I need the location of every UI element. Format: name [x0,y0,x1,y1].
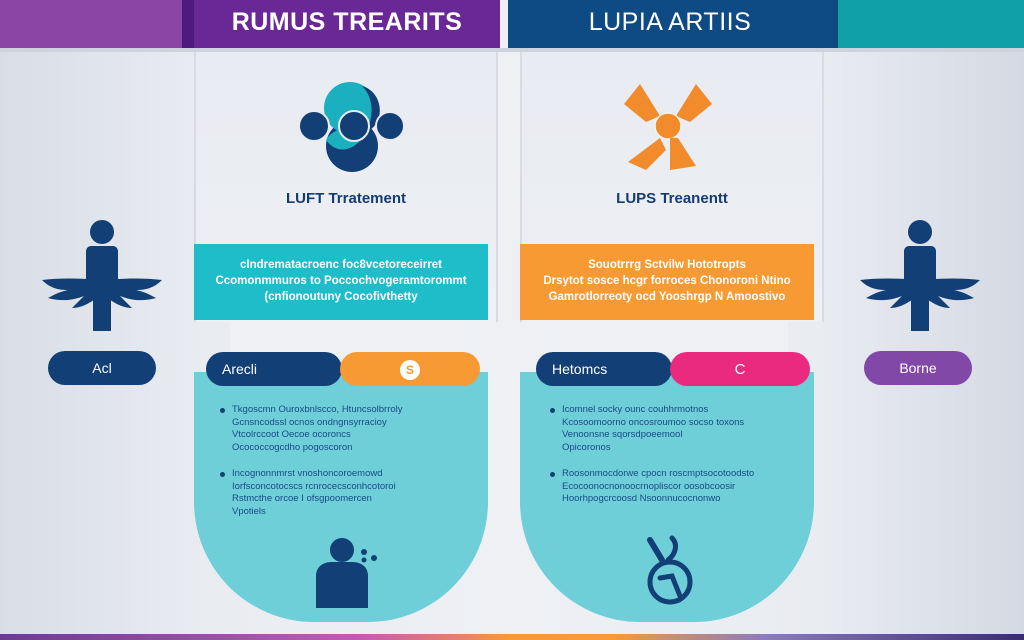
left-badge: S [400,360,420,380]
right-content-bowl [520,372,814,622]
right-title: LUPIA ARTIIS [588,8,752,36]
banner-line: (cnfionoutuny Cocofivthetty [264,291,418,303]
right-mid-panel [556,320,788,356]
right-secondary-button[interactable]: C [670,352,810,386]
hetomcs-button[interactable]: Hetomcs [536,352,672,386]
header-segment-left [182,0,500,48]
stethoscope-clock-icon [647,535,693,605]
bullet-line: Ocococcogcdho pogoscoron [232,441,353,453]
list-item: Icomnel socky ounc couhhrmotnos Kcosoomo… [548,404,808,454]
header-segment-far-left [0,0,182,48]
bullet-line: Kcosoomoorno oncosroumoo socso toxons [562,416,745,428]
banner-line: Souotrrrg Sctvilw Hototropts [588,259,746,271]
bullet-line: Icomnel socky ounc couhhrmotnos [562,404,709,415]
orange-ribbon-icon [624,84,712,170]
molecule-circles-icon [298,82,405,172]
header-segment-far-right [832,0,1024,48]
header-underline [0,48,1024,52]
bullet-line: Vpotiels [232,505,266,517]
left-title: RUMUS TREARITS [231,8,463,36]
banner-line: Ccomonmmuros to Poccochvogeramtorommt [215,275,467,287]
bullet-line: Rstmcthe orcoe I ofsgpoomercen [232,493,372,504]
left-caption: LUFT Trratement [285,190,406,207]
header-segment-right [508,0,832,48]
right-caption: LUPS Treanentt [616,190,728,207]
bullet-line: Vtcolrccoot Oecoe ocoroncs [232,429,351,440]
acl-button[interactable]: Acl [48,351,156,385]
footer-gradient-strip [0,634,1024,640]
header-bar: RUMUS TREARITS LUPIA ARTIIS [0,0,1024,48]
winged-person-icon [42,220,162,331]
bullet-line: Tkgoscmn Ouroxbnlscco, Htuncsolbrroly [232,404,403,415]
bullet-line: Gcnsncodssl ocnos ondngnsyrracioy [232,416,387,428]
list-item: Roosonmocdorwe cpocn roscmptsocotoodsto … [548,468,808,506]
bullet-line: Opicoronos [562,441,611,453]
banner-line: cIndrematacroenc foc8vcetoreceirret [240,259,442,271]
left-treatment-column: LUFT Trratement cIndrematacroenc foc8vce… [194,52,498,622]
banner-line: Gamrotlorreoty ocd Yooshrgp N Amoostivo [548,291,786,303]
left-bullet-list: Tkgoscmn Ouroxbnlscco, Htuncsolbrroly Gc… [218,404,478,532]
right-bullet-list: Icomnel socky ounc couhhrmotnos Kcosoomo… [548,404,808,520]
bullet-line: Incognonnmrst vnoshoncoroemowd [232,468,383,479]
right-pill-row: Hetomcs C [536,352,810,386]
bullet-line: Ecocoonocnonoocrnopliscor oosobcoosir [562,480,736,492]
bullet-line: Roosonmocdorwe cpocn roscmptsocotoodsto [562,468,755,479]
left-secondary-button[interactable]: S [340,352,480,386]
borne-button[interactable]: Borne [864,351,972,385]
list-item: Incognonnmrst vnoshoncoroemowd Iorfsconc… [218,468,478,518]
bullet-line: Hoorhpogcrcoosd Nsoonnucocnonwo [562,493,721,504]
right-info-banner: Souotrrrg Sctvilw Hototropts Drsytot sos… [520,244,814,320]
right-badge: C [734,361,746,378]
arecli-button[interactable]: Arecli [206,352,342,386]
list-item: Tkgoscmn Ouroxbnlscco, Htuncsolbrroly Gc… [218,404,478,454]
left-mid-panel [230,320,462,356]
bullet-line: Iorfsconcotocscs rcnrocecsconhcotoroi [232,480,396,492]
left-info-banner: cIndrematacroenc foc8vcetoreceirret Ccom… [194,244,488,320]
right-treatment-column: LUPS Treanentt Souotrrrg Sctvilw Hototro… [520,52,824,622]
person-thinking-icon [316,538,377,608]
winged-person-icon-right [860,220,980,331]
bullet-line: Venoonsne sqorsdpoeemool [562,429,683,440]
left-pill-row: Arecli S [206,352,480,386]
banner-line: Drsytot sosce hcgr forroces Chonoroni Nt… [543,275,791,287]
